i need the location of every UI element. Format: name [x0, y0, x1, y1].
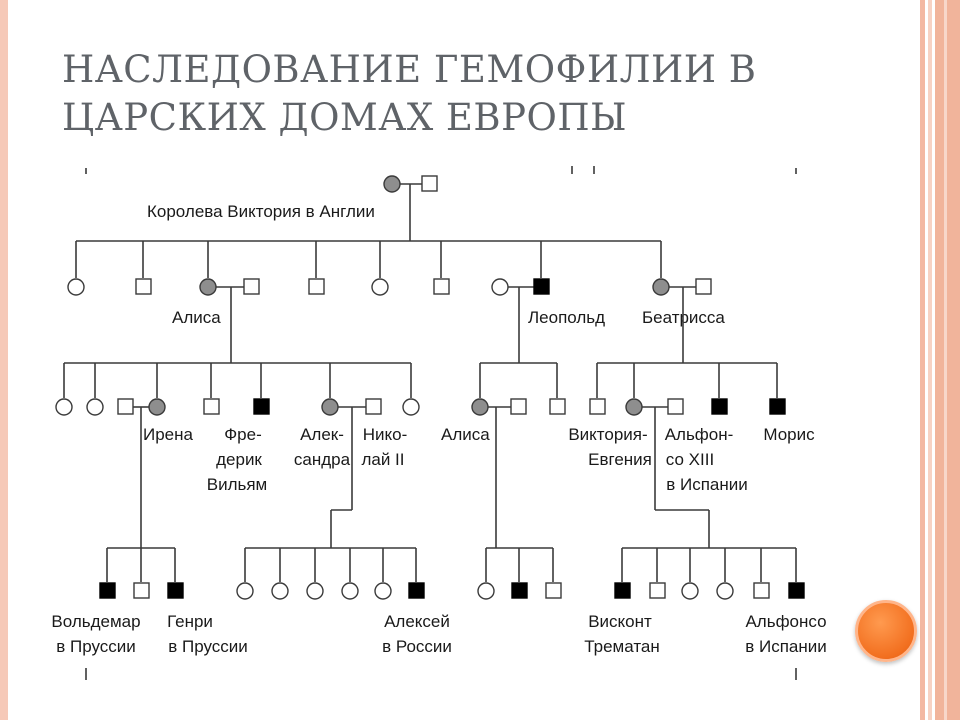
label-henry-2: в Пруссии: [168, 637, 248, 656]
alfonso-affected-male: [788, 582, 805, 599]
label-waldemar-2: в Пруссии: [56, 637, 136, 656]
label-alfonso-2: в Испании: [745, 637, 827, 656]
beatrice-husband-male: [695, 278, 712, 295]
irene-husband-male: [117, 398, 134, 415]
nicholas-male: [365, 398, 382, 415]
slide-title-line-2: ЦАРСКИХ ДОМАХ ЕВРОПЫ: [62, 96, 628, 139]
label-alice: Алиса: [172, 308, 221, 327]
gen4-female: [374, 582, 392, 600]
label-alexandra-2: сандра: [294, 450, 351, 469]
label-alfonso13-3: в Испании: [666, 475, 748, 494]
alice-carrier-female: [199, 278, 217, 296]
gen3-male: [589, 398, 606, 415]
alfonso13-male: [667, 398, 684, 415]
decorative-orange-circle: [855, 600, 917, 662]
right-frame-stripe: [935, 0, 960, 720]
gen3-female: [55, 398, 73, 416]
alice2-husband-male: [510, 398, 527, 415]
gen3-female: [86, 398, 104, 416]
label-henry-1: Генри: [167, 612, 213, 631]
gen4-female: [341, 582, 359, 600]
gen4-male: [133, 582, 150, 599]
gen3-male: [203, 398, 220, 415]
gen2-female: [371, 278, 389, 296]
slide-title: НАСЛЕДОВАНИЕ ГЕМОФИЛИИ В ЦАРСКИХ ДОМАХ Е…: [62, 46, 882, 142]
slide-title-line-1: НАСЛЕДОВАНИЕ ГЕМОФИЛИИ В: [62, 48, 757, 91]
gen4-affected-male: [511, 582, 528, 599]
gen4-female: [716, 582, 734, 600]
label-alfonso13-2: со XIII: [666, 450, 714, 469]
gen2-male: [308, 278, 325, 295]
alexei-affected-male: [408, 582, 425, 599]
label-victoria-eugenie-2: Евгения: [588, 450, 652, 469]
right-frame-stripe: [944, 0, 947, 720]
gen3-affected-male: [711, 398, 728, 415]
beatrice-carrier-female: [652, 278, 670, 296]
label-leopold: Леопольд: [528, 308, 605, 327]
label-friedrich-1: Фре-: [224, 425, 262, 444]
gen2-male: [135, 278, 152, 295]
gen3-male: [549, 398, 566, 415]
label-irene: Ирена: [143, 425, 194, 444]
gen3-female: [402, 398, 420, 416]
maurice-affected-male: [769, 398, 786, 415]
leopold-wife-female: [491, 278, 509, 296]
victoria-eugenie-carrier-female: [625, 398, 643, 416]
albert-male: [421, 175, 438, 192]
label-alexandra-1: Алек-: [300, 425, 344, 444]
right-frame-stripe: [928, 0, 932, 720]
viscount-affected-male: [614, 582, 631, 599]
label-alfonso-1: Альфонсо: [745, 612, 826, 631]
label-nicholas-2: лай II: [361, 450, 404, 469]
label-maurice: Морис: [763, 425, 815, 444]
label-nicholas-1: Нико-: [363, 425, 408, 444]
gen4-female: [477, 582, 495, 600]
label-alfonso13-1: Альфон-: [665, 425, 734, 444]
left-frame-border: [0, 0, 8, 720]
label-alice2: Алиса: [441, 425, 490, 444]
gen2-female: [67, 278, 85, 296]
label-victoria: Королева Виктория в Англии: [147, 202, 375, 221]
gen4-female: [681, 582, 699, 600]
label-waldemar-1: Вольдемар: [51, 612, 140, 631]
friedrich-affected-male: [253, 398, 270, 415]
gen2-male: [433, 278, 450, 295]
gen4-female: [236, 582, 254, 600]
label-friedrich-3: Вильям: [207, 475, 268, 494]
alexandra-carrier-female: [321, 398, 339, 416]
waldemar-affected-male: [99, 582, 116, 599]
irene-carrier-female: [148, 398, 166, 416]
gen4-male: [753, 582, 770, 599]
henry-affected-male: [167, 582, 184, 599]
alice2-carrier-female: [471, 398, 489, 416]
label-viscount-1: Висконт: [588, 612, 652, 631]
label-alexei-2: в России: [382, 637, 452, 656]
gen4-male: [545, 582, 562, 599]
label-alexei-1: Алексей: [384, 612, 450, 631]
label-victoria-eugenie-1: Виктория-: [568, 425, 647, 444]
alice-husband-male: [243, 278, 260, 295]
gen4-female: [306, 582, 324, 600]
victoria-carrier-female: [383, 175, 401, 193]
label-friedrich-2: дерик: [216, 450, 262, 469]
leopold-affected-male: [533, 278, 550, 295]
gen4-male: [649, 582, 666, 599]
right-frame-stripe: [920, 0, 925, 720]
gen4-female: [271, 582, 289, 600]
label-viscount-2: Трематан: [584, 637, 660, 656]
